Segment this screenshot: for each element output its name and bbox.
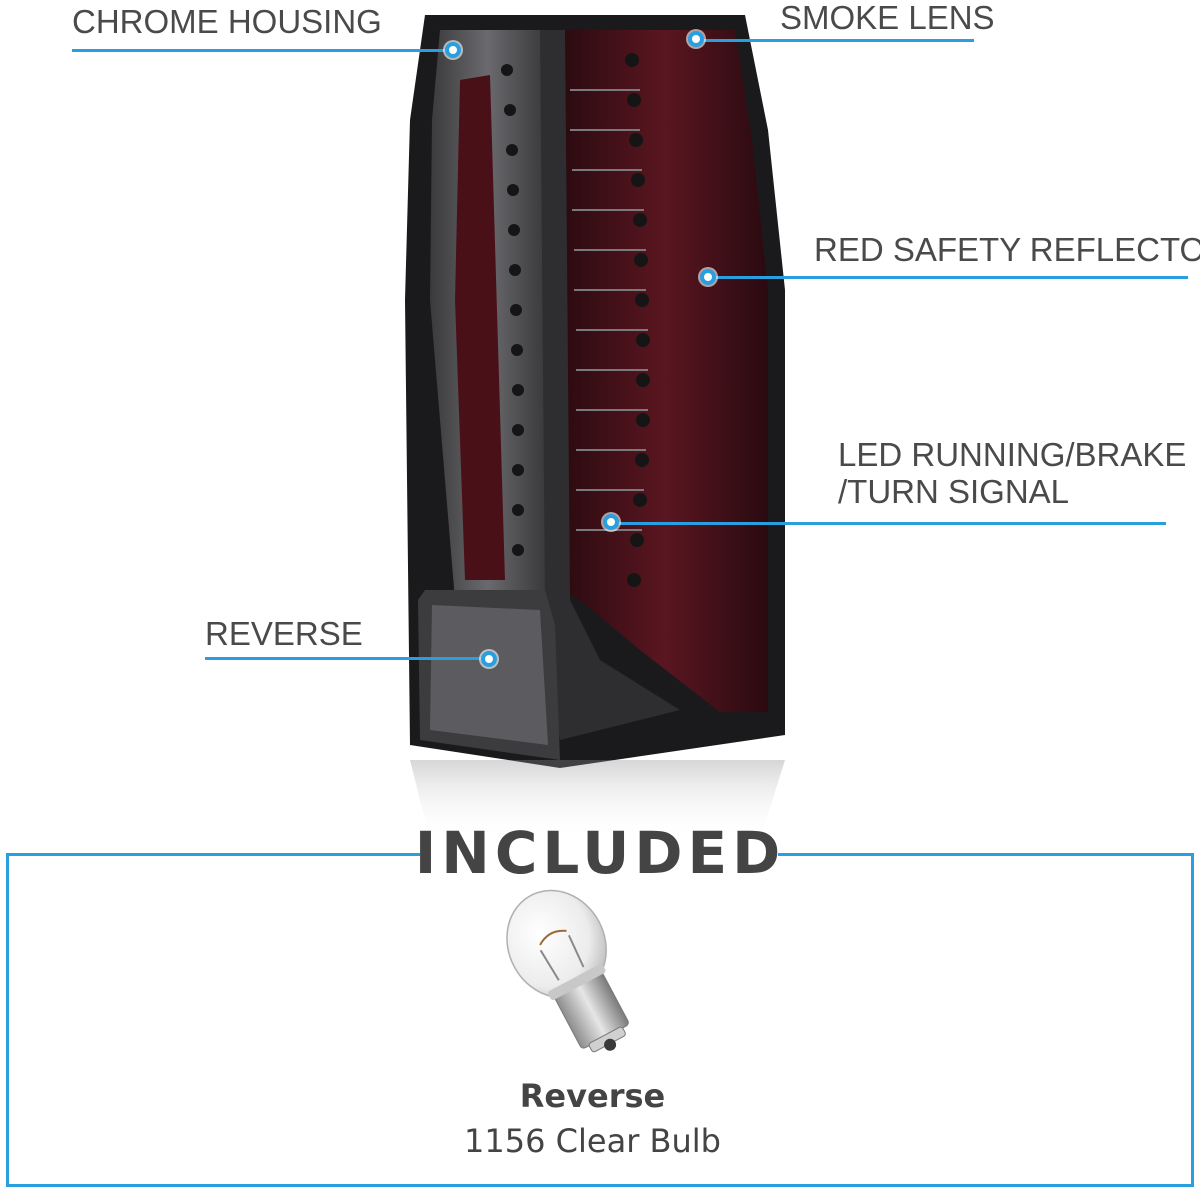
callout-smoke-lens-label: SMOKE LENS [780,0,995,36]
callout-chrome-housing-label: CHROME HOUSING [72,3,382,40]
tail-light-icon [405,15,785,840]
callout-reverse-line [205,657,491,660]
callout-reverse-marker [481,651,497,667]
callout-led-label-line2: /TURN SIGNAL [838,473,1070,510]
callout-red-safety-reflector-line [710,276,1188,279]
callout-red-safety-reflector-label: RED SAFETY REFLECTOR [814,231,1200,268]
included-box-top-right [778,853,1194,856]
callout-led-line [612,522,1166,525]
callout-chrome-housing-marker [445,42,461,58]
included-title: INCLUDED [414,819,786,887]
bulb-icon [506,889,629,1053]
callout-reverse-label: REVERSE [205,615,363,652]
included-box-top-left [6,853,420,856]
included-box [6,853,1194,1187]
callout-smoke-lens-line [698,39,974,42]
callout-led-label-line1: LED RUNNING/BRAKE [838,436,1187,473]
callout-led-marker [603,514,619,530]
callout-smoke-lens-marker [688,31,704,47]
included-item-name: Reverse [519,1077,666,1115]
callout-chrome-housing-line [72,49,452,52]
callout-red-safety-reflector-marker [700,269,716,285]
included-item-description: 1156 Clear Bulb [464,1122,721,1160]
